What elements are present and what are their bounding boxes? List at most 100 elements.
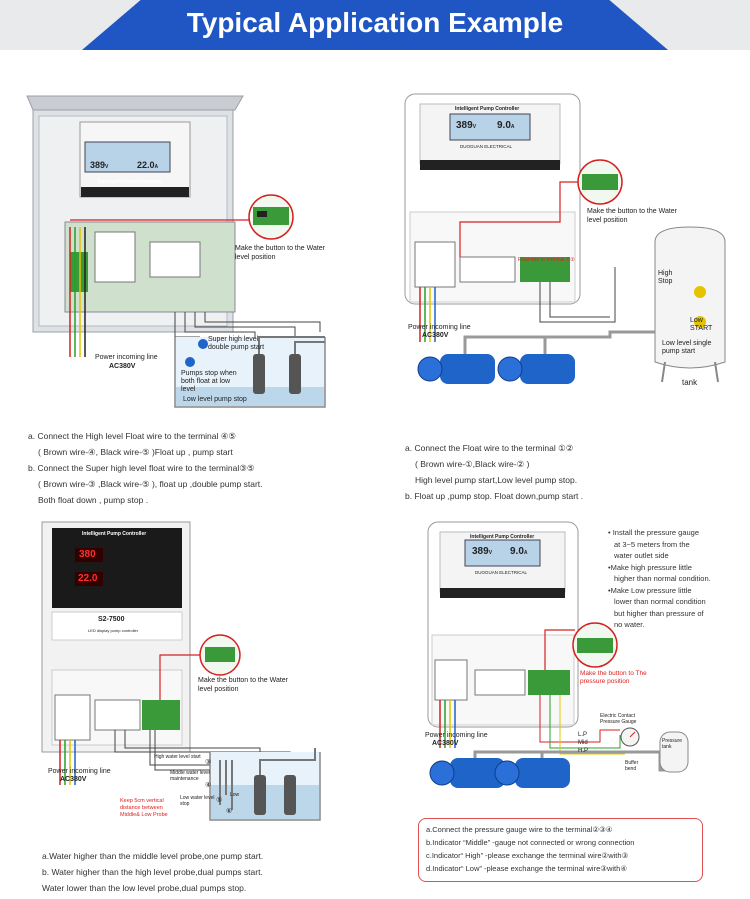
probe-low-label: Low water level stop — [180, 795, 215, 807]
callout-text-bl: Make the button to the Water level posit… — [198, 677, 289, 693]
display-current-tr: 9.0A — [497, 120, 515, 131]
tip-line: water outlet side — [614, 551, 669, 560]
mid-label: Mid — [578, 740, 588, 746]
tip-line: higher than normal condition. — [614, 574, 711, 583]
display-current-value: 22.0 — [137, 160, 155, 170]
caption-tl-line: a. Connect the High level Float wire to … — [28, 431, 237, 441]
high-stop-label: High Stop — [658, 270, 673, 285]
caption-br-line: b.Indicator “Middle” -gauge not connecte… — [426, 838, 635, 847]
display-voltage-br: 389V — [472, 546, 492, 557]
tank-label-tr: tank — [682, 378, 698, 387]
power-voltage-label-br: AC380V — [432, 740, 459, 747]
display-current-unit: A — [510, 124, 515, 130]
panel-float-double-pump: Intelligent Pump Controller 389V 22.0A M… — [25, 92, 355, 412]
controller-title-bl: Intelligent Pump Controller — [82, 531, 147, 537]
power-voltage-label-bl: AC380V — [60, 776, 87, 783]
display-current-br: 9.0A — [510, 546, 528, 557]
keep-distance-note: Keep 5cm vertical distance between Middl… — [120, 798, 168, 818]
probe-num-mid: ④ — [205, 782, 212, 789]
display-current-unit: A — [154, 164, 159, 170]
panel-probe-double-pump: Intelligent Pump Controller 380 22.0 S2-… — [30, 520, 350, 830]
model-label-bl: S2-7500 — [98, 616, 125, 623]
display-voltage-value: 389 — [472, 546, 489, 557]
wiring-diagram-bl — [41, 521, 321, 821]
controller-title-tr: Intelligent Pump Controller — [455, 106, 520, 112]
display-voltage-unit: V — [105, 164, 109, 170]
page-title: Typical Application Example — [186, 7, 564, 38]
power-line-label-tl: Power incoming line — [95, 354, 158, 361]
display-voltage-value: 389 — [456, 120, 473, 131]
display-voltage-value: 389 — [90, 160, 106, 170]
pressure-tank-label: Pressure tank — [662, 738, 683, 750]
caption-bl: a.Water higher than the middle level pro… — [42, 848, 263, 896]
power-voltage-label-tr: AC380V — [422, 332, 449, 339]
controller-title-br: Intelligent Pump Controller — [470, 534, 535, 540]
caption-br: a.Connect the pressure gauge wire to the… — [426, 823, 634, 875]
display-current-unit: A — [523, 550, 528, 556]
caption-tr-line: a. Connect the Float wire to the termina… — [405, 443, 574, 453]
tip-line: • Install the pressure gauge — [608, 528, 700, 537]
wiring-diagram-br — [427, 521, 689, 788]
display-voltage-tl: 389V — [90, 160, 108, 170]
caption-tr: a. Connect the Float wire to the termina… — [405, 440, 583, 504]
panel-float-single-pump: Intelligent Pump Controller 389V 9.0A DU… — [400, 92, 740, 402]
tip-line: •Make high pressure little — [608, 562, 692, 572]
panel-pressure-gauge: Intelligent Pump Controller 389V 9.0A DU… — [420, 520, 740, 810]
probe-num-high: ③ — [205, 759, 212, 766]
float-stop-label: Pumps stop when both float at low level — [181, 370, 237, 393]
caption-tl-line: Both float down , pump stop . — [38, 495, 149, 505]
caption-bl-line: b. Water higher than the high level prob… — [42, 867, 263, 877]
probe-num-low: ⑤ — [216, 797, 223, 804]
tank-caption-tr: Low level single pump start — [662, 340, 712, 355]
caption-tl-line: ( Brown wire-③ ,Black wire-⑤ ), float up… — [38, 479, 263, 489]
probe-mid-label: Middle water level maintenance — [170, 770, 211, 782]
display-current-tl: 22.0A — [137, 160, 158, 170]
terminal-note-tr: Float wire to terminal ①② — [518, 257, 575, 263]
model-sub-bl: LED display pump controller — [88, 628, 139, 633]
tank-level-label-tl: Low level pump stop — [183, 396, 247, 403]
lp-label: L.P — [578, 732, 588, 738]
pressure-note-box — [418, 818, 703, 882]
callout-text-tr: Make the button to the Water level posit… — [587, 208, 678, 224]
tip-line: but higher than pressure of — [614, 608, 704, 618]
callout-text-tl: Make the button to the Water level posit… — [235, 245, 326, 261]
gauge-label: Electric Contact Pressure Gauge — [600, 713, 637, 725]
caption-br-line: d.Indicator“ Low” -please exchange the t… — [426, 864, 628, 873]
caption-tr-line: ( Brown wire-①,Black wire-② ) — [415, 459, 530, 469]
wiring-diagram-tr — [404, 93, 726, 384]
brand-label-tr: DUOGUAN ELECTRICAL — [460, 144, 513, 149]
title-banner-ribbon — [82, 0, 668, 50]
caption-bl-line: Water lower than the low level probe,dua… — [42, 883, 247, 893]
power-voltage-label-tl: AC380V — [109, 363, 136, 370]
power-line-label-tr: Power incoming line — [408, 324, 471, 331]
wiring-diagram-tl — [26, 95, 326, 408]
caption-tl: a. Connect the High level Float wire to … — [28, 428, 263, 508]
display-current-value: 9.0 — [510, 546, 524, 557]
display-top-bl: 380 — [79, 549, 96, 560]
low-start-label: Low START — [690, 317, 713, 332]
tip-line: at 3~5 meters from the — [614, 539, 690, 549]
hp-label: H.P — [578, 748, 589, 754]
display-voltage-unit: V — [488, 550, 493, 556]
brand-label-br: DUOGUAN ELECTRICAL — [475, 570, 528, 575]
controller-title-tl: Intelligent Pump Controller — [98, 179, 163, 185]
caption-br-line: c.Indicator“ High” -please exchange the … — [426, 851, 629, 860]
caption-tl-line: b. Connect the Super high level float wi… — [28, 463, 255, 473]
tip-line: •Make Low pressure little — [608, 585, 692, 595]
probe-num-com: ⑥ — [226, 808, 233, 815]
caption-tr-line: b. Float up ,pump stop. Float down,pump … — [405, 491, 584, 501]
buffer-bend-label: Buffer bend — [625, 760, 639, 772]
power-line-label-bl: Power incoming line — [48, 768, 111, 775]
float-high-label: Super high level double pump start — [208, 336, 265, 351]
caption-tl-line: ( Brown wire-④, Black wire-⑤ )Float up ,… — [38, 447, 233, 457]
display-voltage-tr: 389V — [456, 120, 476, 131]
display-bottom-bl: 22.0 — [78, 573, 98, 584]
caption-tr-line: High level pump start,Low level pump sto… — [415, 475, 578, 485]
caption-br-line: a.Connect the pressure gauge wire to the… — [426, 825, 613, 834]
power-line-label-br: Power incoming line — [425, 732, 488, 739]
probe-high-label: High water level start — [154, 754, 201, 760]
callout-text-br: Make the button to The pressure position — [580, 670, 647, 685]
probe-low-short: Low — [230, 792, 240, 798]
pressure-tips: • Install the pressure gauge at 3~5 mete… — [608, 527, 711, 631]
tip-line: lower than normal condition — [614, 597, 706, 606]
